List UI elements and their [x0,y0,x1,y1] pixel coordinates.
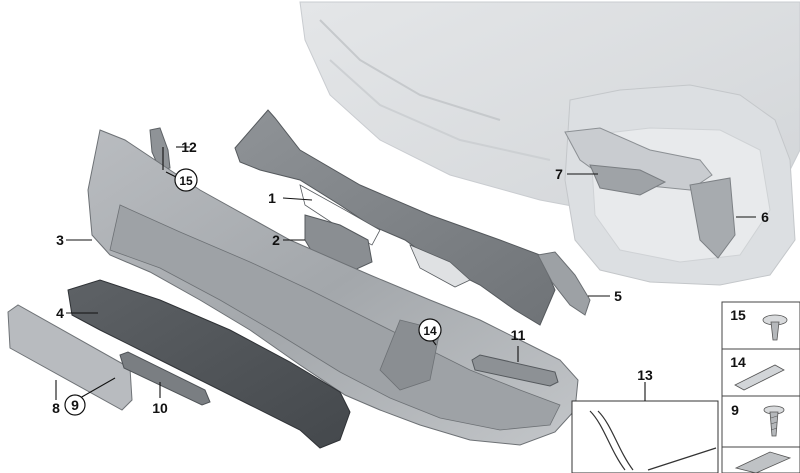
part-10-trim-strip [119,351,211,406]
callout-15-circle [174,168,198,192]
part-13-detail-box [571,400,719,473]
legend-label-15: 15 [730,307,746,323]
part-4-lower-grille [67,279,351,449]
slider-clip-icon [734,364,785,391]
part-3-bumper-cover [87,129,579,446]
legend-label-14: 14 [730,354,746,370]
callout-9: 9 [71,397,79,413]
callout-9-circle [64,394,86,416]
callout-1: 1 [268,190,276,206]
callout-14: 14 [423,324,437,338]
self-tapping-screw-icon [763,405,785,437]
part-6-side-trim [689,177,736,259]
callout-15: 15 [179,174,193,188]
callout-6: 6 [761,209,769,225]
callout-10: 10 [152,400,168,416]
part-11-trim-strip [471,354,559,387]
callout-labels: 1 2 3 4 5 6 7 8 9 10 11 12 13 14 15 [52,139,769,416]
callout-11: 11 [511,327,526,343]
callout-13: 13 [637,367,653,383]
callout-7: 7 [555,166,563,182]
callout-8: 8 [52,400,60,416]
legend-labels: 15 14 9 [730,307,746,418]
callout-5: 5 [614,288,622,304]
fastener-legend [721,301,800,473]
callout-3: 3 [56,232,64,248]
part-8-plate-holder [7,304,133,411]
part-1-carrier [234,109,556,326]
part-12-bracket [149,127,171,171]
part-7-grille-bracket [564,127,713,196]
legend-label-9: 9 [731,402,739,418]
leader-lines [55,146,756,401]
spacer-tab-icon [734,451,792,473]
callout-14-circle [418,318,442,342]
screw-clip-icon [762,314,788,341]
callout-4: 4 [56,305,64,321]
callout-2: 2 [272,232,280,248]
callout-12: 12 [181,139,197,155]
part-5-bracket [537,251,591,316]
